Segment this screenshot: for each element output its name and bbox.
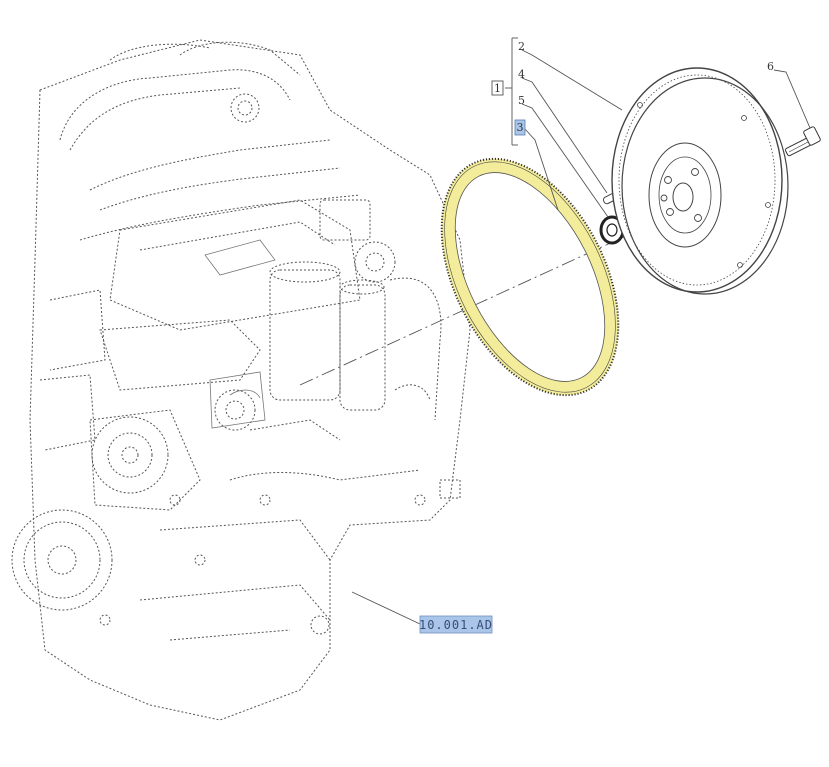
callout-leaders bbox=[351, 37, 811, 625]
callout-label-1: 1 bbox=[494, 82, 501, 95]
callout-item-3[interactable]: 3 bbox=[514, 119, 526, 136]
engine-accent-lines bbox=[204, 239, 276, 429]
callout-label-4[interactable]: 4 bbox=[518, 68, 525, 81]
flywheel-bolt[interactable] bbox=[785, 126, 821, 157]
ring-gear[interactable] bbox=[406, 130, 655, 424]
callout-label-6[interactable]: 6 bbox=[767, 60, 774, 73]
assembly-axis-line bbox=[299, 169, 771, 386]
callout-label-2[interactable]: 2 bbox=[518, 40, 525, 53]
callout-group-1[interactable]: 1 bbox=[491, 80, 504, 96]
callout-label-3: 3 bbox=[517, 121, 524, 134]
reference-link-button[interactable]: 10.001.AD bbox=[419, 615, 493, 634]
engine-assembly-drawing bbox=[11, 39, 471, 721]
flywheel[interactable] bbox=[611, 67, 789, 295]
reference-link-label: 10.001.AD bbox=[419, 618, 493, 632]
callout-label-5[interactable]: 5 bbox=[518, 94, 525, 107]
